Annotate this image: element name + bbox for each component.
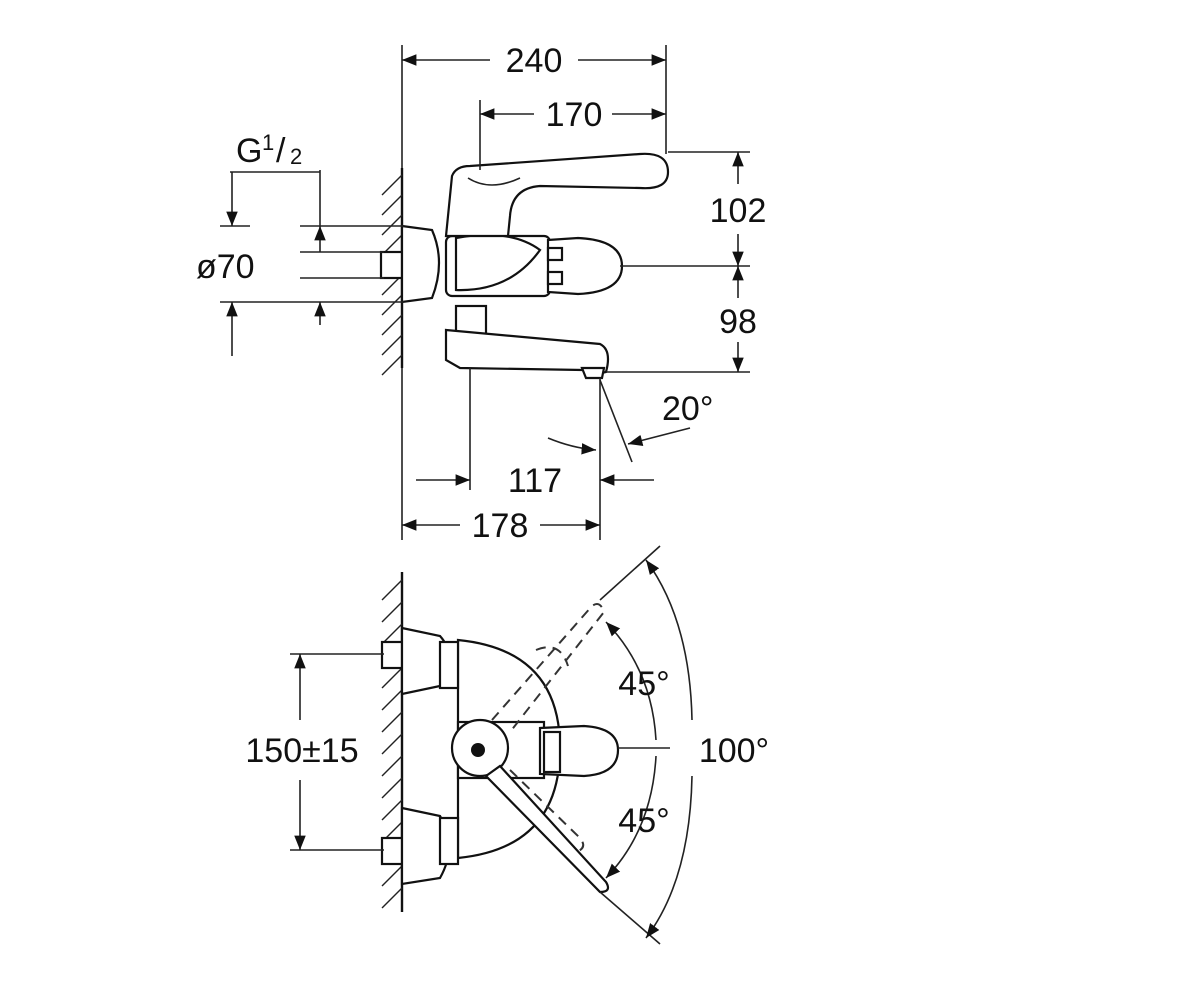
dim-diameter: ø70 (196, 172, 255, 356)
dim-thread-frac-den: 2 (290, 144, 302, 169)
dim-thread: G 1 / 2 (236, 130, 326, 325)
dim-spout-angle: 20° (547, 379, 713, 463)
dim-spout-angle-label: 20° (662, 390, 713, 428)
dim-spout-reach: 178 (402, 507, 600, 545)
dim-lever-width: 170 (480, 96, 666, 134)
top-view: 150±15 45° 45° 100° (245, 545, 769, 945)
dim-diameter-label: ø70 (196, 248, 255, 286)
side-view: 240 170 G 1 / 2 ø70 102 (196, 42, 766, 545)
wall-side (381, 45, 404, 540)
dim-angle-total-label: 100° (699, 732, 769, 770)
dim-lever-width-label: 170 (546, 96, 603, 134)
dim-bottom-height-label: 98 (719, 303, 757, 341)
dim-spout-offset: 117 (416, 462, 654, 500)
dim-angles: 45° 45° 100° (599, 545, 769, 945)
dim-angle-upper-label: 45° (618, 665, 669, 703)
dim-spout-offset-label: 117 (508, 462, 562, 500)
dim-spout-reach-label: 178 (472, 507, 529, 545)
mixer-body-side (379, 152, 670, 380)
svg-text:/: / (276, 132, 286, 170)
dim-overall-width-label: 240 (506, 42, 563, 80)
dim-top-height: 102 (710, 152, 767, 266)
dim-angle-lower-label: 45° (618, 802, 669, 840)
dim-overall-width: 240 (402, 42, 666, 80)
mixer-body-top (380, 603, 620, 894)
dim-center-distance: 150±15 (245, 653, 384, 851)
dim-center-distance-label: 150±15 (245, 732, 358, 770)
dim-thread-frac-num: 1 (262, 130, 274, 155)
extension-lines-side (220, 45, 750, 540)
dim-thread-label: G (236, 132, 262, 170)
dim-top-height-label: 102 (710, 192, 767, 230)
dim-bottom-height: 98 (719, 266, 757, 372)
